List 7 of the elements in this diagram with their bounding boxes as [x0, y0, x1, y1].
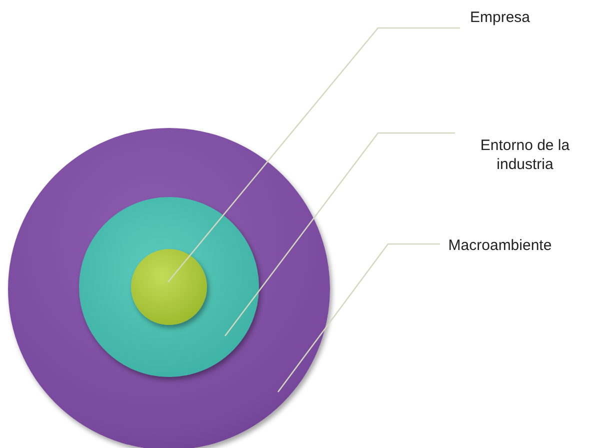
leader-line [224, 132, 455, 336]
leader-line [277, 243, 440, 392]
leader-line [168, 27, 460, 282]
label: Empresa [460, 8, 540, 28]
label: Macroambiente [440, 236, 560, 256]
label: Entorno de la industria [455, 136, 595, 176]
inner-circle [131, 249, 207, 325]
